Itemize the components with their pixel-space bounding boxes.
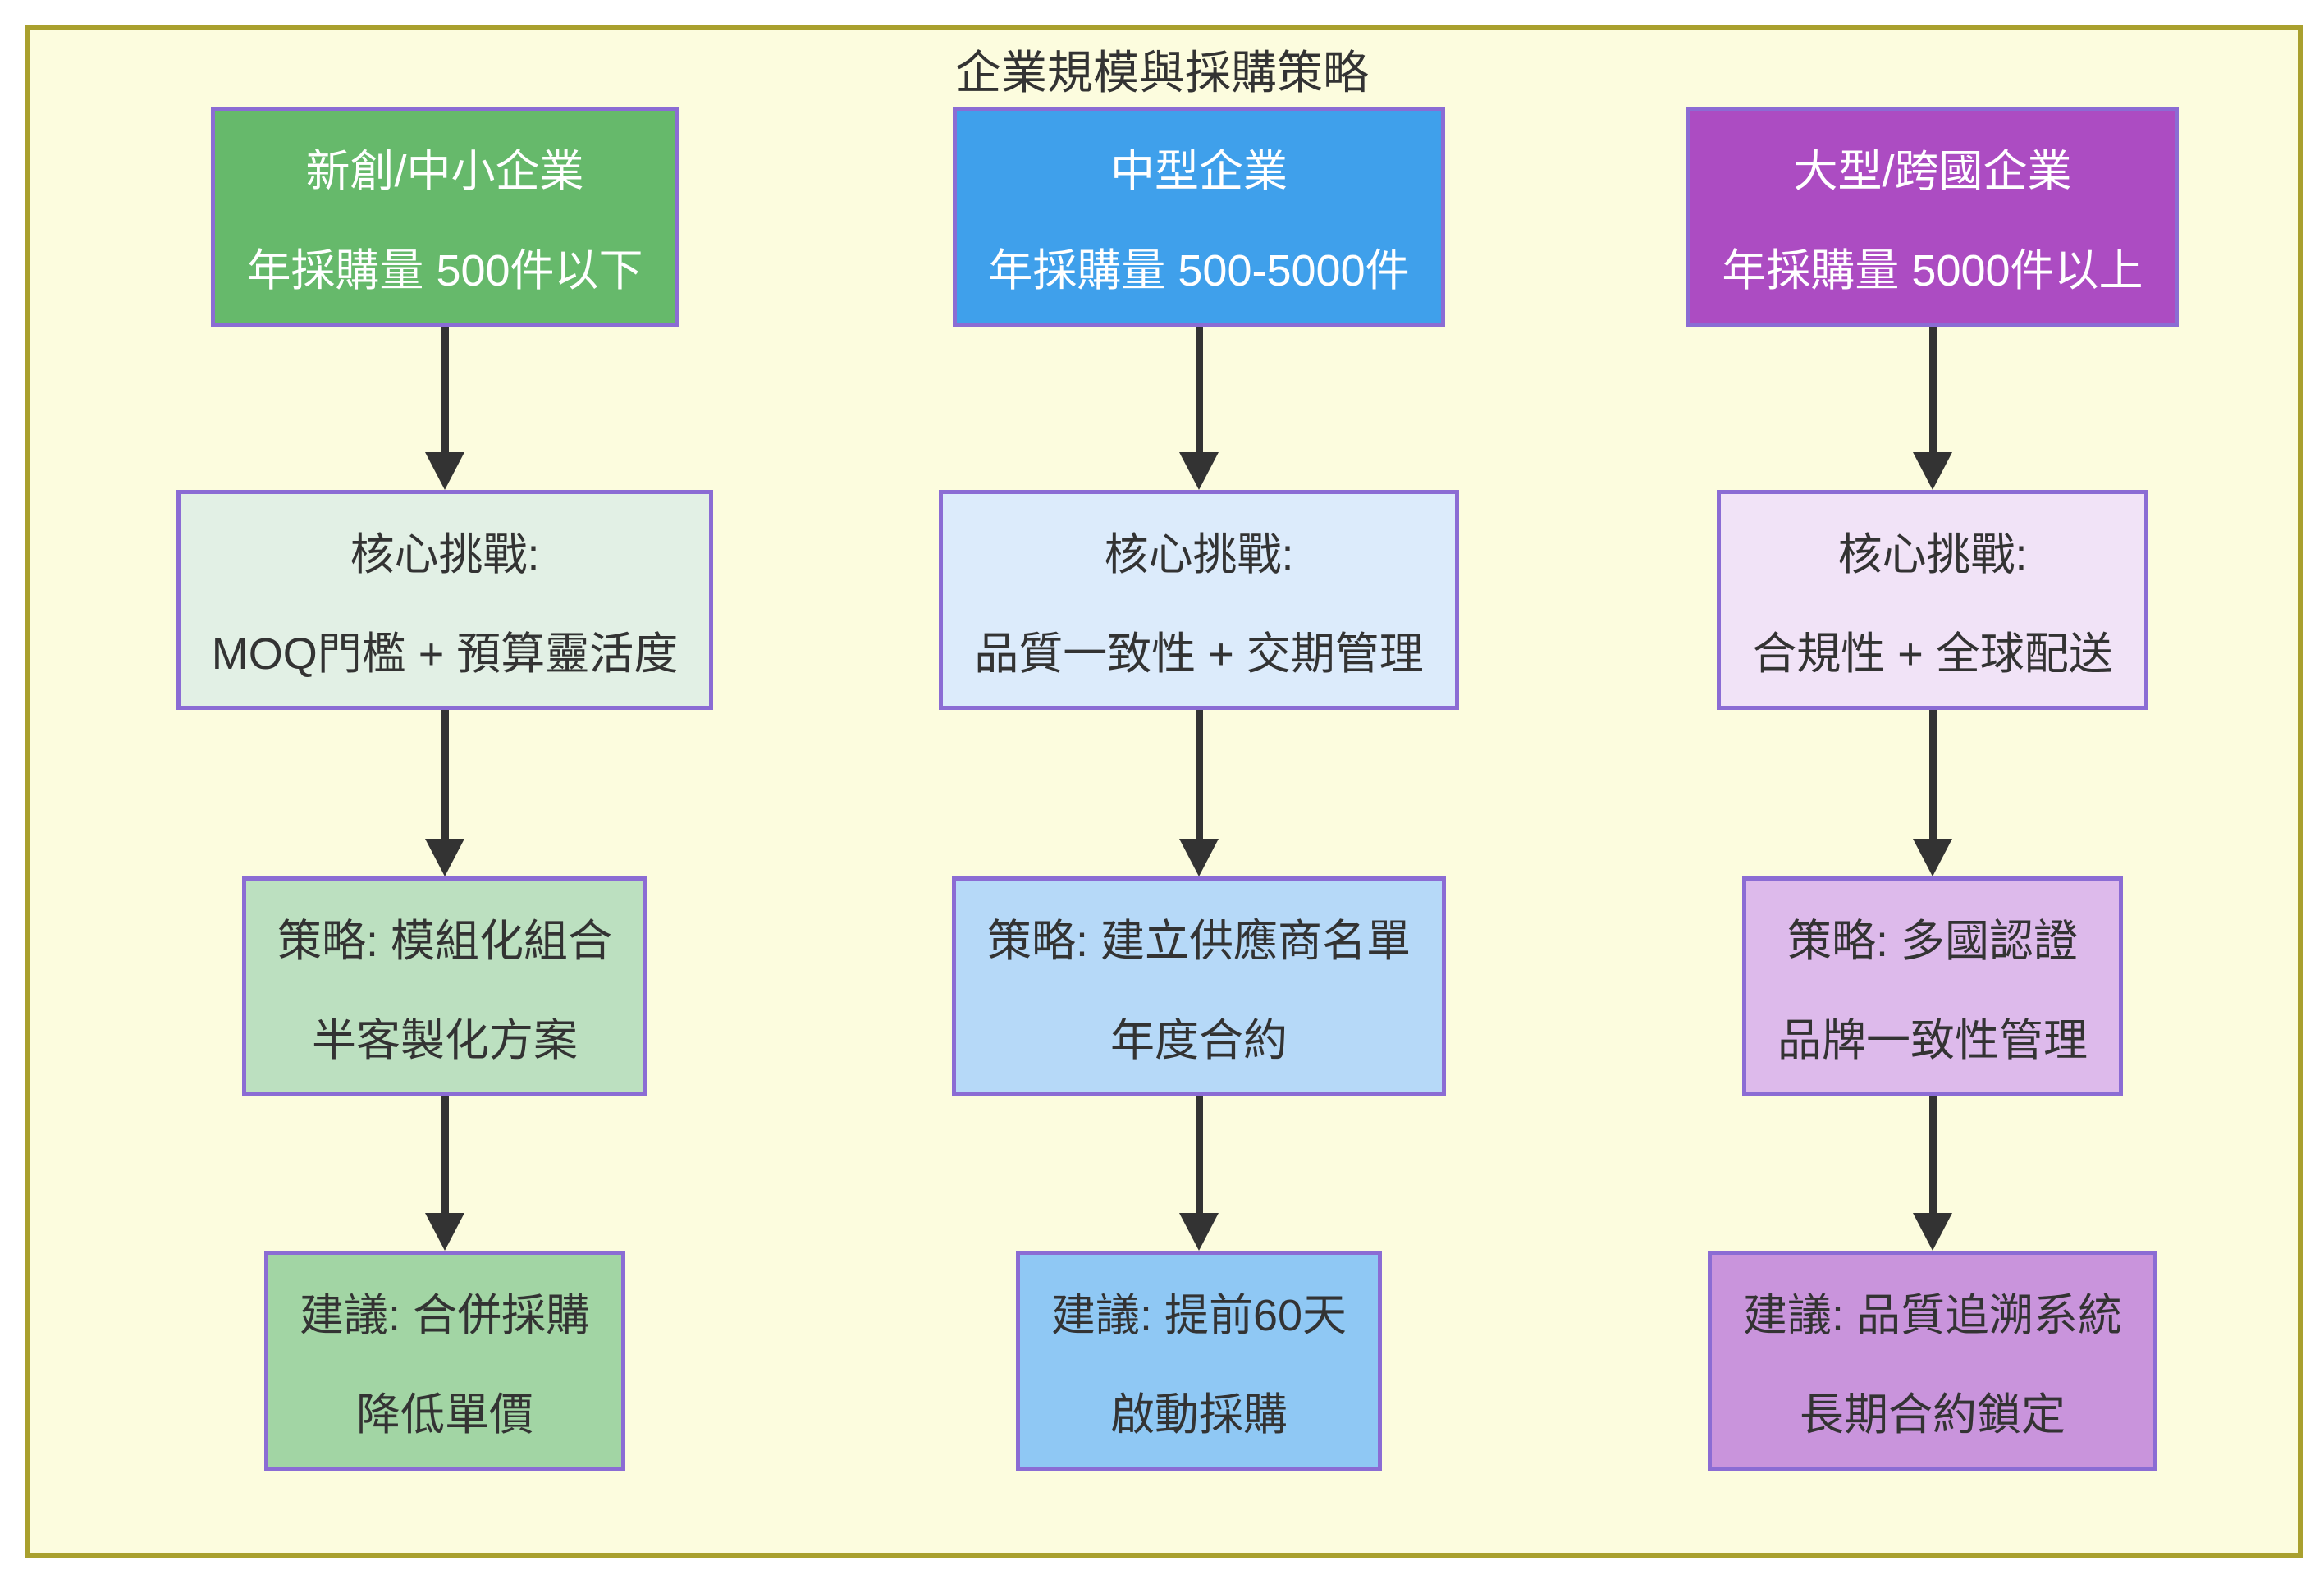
arrow-shaft bbox=[441, 710, 449, 839]
node-small-header: 新創/中小企業 年採購量 500件以下 bbox=[211, 107, 679, 327]
arrow-head bbox=[425, 1213, 464, 1251]
arrow-head bbox=[425, 839, 464, 876]
node-large-strategy: 策略: 多國認證 品牌一致性管理 bbox=[1742, 876, 2123, 1096]
node-text-line: 建議: 提前60天 bbox=[1050, 1291, 1347, 1340]
node-medium-challenge: 核心挑戰: 品質一致性 + 交期管理 bbox=[939, 490, 1459, 710]
node-text-line: 核心挑戰: bbox=[350, 530, 540, 579]
node-text-line: 中型企業 bbox=[1110, 147, 1288, 196]
node-small-challenge: 核心挑戰: MOQ門檻 + 預算靈活度 bbox=[176, 490, 714, 710]
node-medium-header: 中型企業 年採購量 500-5000件 bbox=[953, 107, 1445, 327]
node-text-line: 品質一致性 + 交期管理 bbox=[974, 629, 1424, 679]
arrow-head bbox=[1179, 1213, 1219, 1251]
arrow-shaft bbox=[1928, 327, 1937, 452]
node-text-line: 品牌一致性管理 bbox=[1777, 1016, 2088, 1065]
flow-arrow-icon bbox=[1179, 327, 1219, 490]
flow-arrow-icon bbox=[1913, 710, 1952, 876]
diagram-title: 企業規模與採購策略 bbox=[955, 47, 1369, 98]
column-large-business: 大型/跨國企業 年採購量 5000件以上 核心挑戰: 合規性 + 全球配送 策略… bbox=[1613, 0, 2253, 1579]
arrow-shaft bbox=[1195, 710, 1203, 839]
arrow-head bbox=[1179, 839, 1219, 876]
flow-arrow-icon bbox=[1179, 710, 1219, 876]
arrow-shaft bbox=[1928, 1096, 1937, 1213]
column-small-business: 新創/中小企業 年採購量 500件以下 核心挑戰: MOQ門檻 + 預算靈活度 … bbox=[125, 0, 765, 1579]
node-large-challenge: 核心挑戰: 合規性 + 全球配送 bbox=[1717, 490, 2148, 710]
node-text-line: 策略: 模組化組合 bbox=[277, 917, 612, 966]
arrow-shaft bbox=[1195, 327, 1203, 452]
node-text-line: 年採購量 5000件以上 bbox=[1722, 246, 2143, 295]
node-text-line: 大型/跨國企業 bbox=[1793, 147, 2072, 196]
arrow-head bbox=[1913, 1213, 1952, 1251]
node-medium-advice: 建議: 提前60天 啟動採購 bbox=[1015, 1251, 1383, 1471]
column-medium-business: 中型企業 年採購量 500-5000件 核心挑戰: 品質一致性 + 交期管理 策… bbox=[879, 0, 1519, 1579]
node-text-line: 建議: 合併採購 bbox=[299, 1291, 590, 1340]
node-text-line: 核心挑戰: bbox=[1837, 530, 2028, 579]
arrow-head bbox=[1913, 452, 1952, 490]
node-text-line: 核心挑戰: bbox=[1104, 530, 1294, 579]
arrow-shaft bbox=[1195, 1096, 1203, 1213]
arrow-head bbox=[1179, 452, 1219, 490]
node-large-advice: 建議: 品質追溯系統 長期合約鎖定 bbox=[1707, 1251, 2157, 1471]
flow-arrow-icon bbox=[1179, 1096, 1219, 1251]
node-text-line: 策略: 多國認證 bbox=[1786, 917, 2078, 966]
arrow-shaft bbox=[1928, 710, 1937, 839]
flow-arrow-icon bbox=[1913, 327, 1952, 490]
node-text-line: 建議: 品質追溯系統 bbox=[1742, 1291, 2122, 1340]
node-text-line: 啟動採購 bbox=[1109, 1390, 1288, 1439]
arrow-shaft bbox=[441, 1096, 449, 1213]
node-small-strategy: 策略: 模組化組合 半客製化方案 bbox=[241, 876, 647, 1096]
node-text-line: 策略: 建立供應商名單 bbox=[986, 917, 1411, 966]
node-text-line: 長期合約鎖定 bbox=[1799, 1390, 2066, 1439]
flow-arrow-icon bbox=[425, 1096, 464, 1251]
flow-arrow-icon bbox=[425, 710, 464, 876]
node-text-line: 新創/中小企業 bbox=[305, 147, 584, 196]
arrow-head bbox=[425, 452, 464, 490]
node-text-line: 年度合約 bbox=[1109, 1016, 1288, 1065]
node-text-line: 半客製化方案 bbox=[311, 1016, 578, 1065]
node-text-line: 年採購量 500-5000件 bbox=[988, 246, 1410, 295]
node-text-line: 降低單價 bbox=[355, 1390, 533, 1439]
flow-arrow-icon bbox=[425, 327, 464, 490]
node-text-line: 合規性 + 全球配送 bbox=[1752, 629, 2113, 679]
node-large-header: 大型/跨國企業 年採購量 5000件以上 bbox=[1686, 107, 2179, 327]
node-small-advice: 建議: 合併採購 降低單價 bbox=[263, 1251, 625, 1471]
arrow-shaft bbox=[441, 327, 449, 452]
node-medium-strategy: 策略: 建立供應商名單 年度合約 bbox=[951, 876, 1446, 1096]
arrow-head bbox=[1913, 839, 1952, 876]
node-text-line: 年採購量 500件以下 bbox=[246, 246, 643, 295]
flow-arrow-icon bbox=[1913, 1096, 1952, 1251]
node-text-line: MOQ門檻 + 預算靈活度 bbox=[211, 629, 679, 679]
